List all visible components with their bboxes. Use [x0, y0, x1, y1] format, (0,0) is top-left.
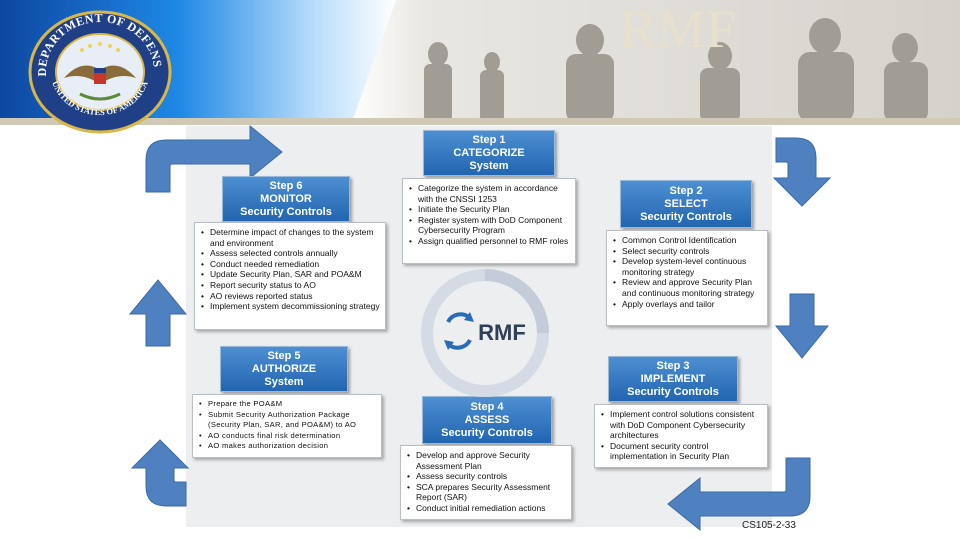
step1-task: Categorize the system in accordance with…: [409, 183, 571, 204]
arrow-top-left-icon: [145, 124, 283, 193]
step4-header: Step 4 ASSESS Security Controls: [422, 396, 552, 444]
step6-subtitle: Security Controls: [240, 205, 332, 218]
step5-tasks: Prepare the POA&M Submit Security Author…: [192, 394, 382, 458]
step6-tasks: Determine impact of changes to the syste…: [194, 222, 386, 330]
arrow-left-up-icon: [128, 279, 188, 347]
step6-name: MONITOR: [260, 192, 312, 205]
rmf-center-logo: RMF: [421, 269, 549, 397]
step2-tasks: Common Control Identification Select sec…: [606, 230, 768, 326]
step3-name: IMPLEMENT: [640, 372, 706, 385]
step6-header: Step 6 MONITOR Security Controls: [222, 176, 350, 222]
step2-task: Select security controls: [613, 246, 763, 257]
step5-task: Submit Security Authorization Package (S…: [199, 410, 377, 431]
step3-task: Document security control implementation…: [601, 441, 763, 462]
step2-number: Step 2: [669, 184, 703, 197]
step3-number: Step 3: [656, 359, 690, 372]
slide-code: CS105-2-33: [742, 520, 796, 531]
step4-task: SCA prepares Security Assessment Report …: [407, 482, 567, 503]
step1-task: Register system with DoD Component Cyber…: [409, 215, 571, 236]
arrow-bottom-left-icon: [130, 439, 190, 507]
step2-subtitle: Security Controls: [640, 210, 732, 223]
step3-subtitle: Security Controls: [627, 385, 719, 398]
step2-name: SELECT: [664, 197, 708, 210]
step6-task: Update Security Plan, SAR and POA&M: [201, 269, 381, 280]
arrow-bottom-right-icon: [667, 457, 811, 532]
step4-task: Assess security controls: [407, 471, 567, 482]
step1-subtitle: System: [469, 159, 509, 172]
step3-tasks: Implement control solutions consistent w…: [594, 404, 768, 468]
step1-header: Step 1 CATEGORIZE System: [423, 130, 555, 176]
step3-task: Implement control solutions consistent w…: [601, 409, 763, 441]
step5-task: AO makes authorization decision: [199, 441, 377, 452]
step6-task: AO reviews reported status: [201, 291, 381, 302]
step2-header: Step 2 SELECT Security Controls: [620, 180, 752, 228]
page-title: RMF: [620, 0, 738, 59]
step2-task: Apply overlays and tailor: [613, 299, 763, 310]
step4-number: Step 4: [470, 400, 504, 413]
step6-task: Assess selected controls annually: [201, 248, 381, 259]
step1-name: CATEGORIZE: [453, 146, 525, 159]
step6-task: Report security status to AO: [201, 280, 381, 291]
step5-task: AO conducts final risk determination: [199, 431, 377, 442]
step6-task: Conduct needed remediation: [201, 259, 381, 270]
step1-tasks: Categorize the system in accordance with…: [402, 178, 576, 264]
step5-subtitle: System: [264, 375, 304, 388]
step2-task: Develop system-level continuous monitori…: [613, 256, 763, 277]
arrow-top-right-icon: [772, 137, 832, 207]
step5-number: Step 5: [267, 349, 301, 362]
step5-header: Step 5 AUTHORIZE System: [220, 346, 348, 392]
arrow-right-down-icon: [774, 293, 830, 359]
step6-task: Implement system decommissioning strateg…: [201, 301, 381, 312]
step4-subtitle: Security Controls: [441, 426, 533, 439]
step1-number: Step 1: [472, 133, 506, 146]
step4-name: ASSESS: [464, 413, 510, 426]
step4-task: Develop and approve Security Assessment …: [407, 450, 567, 471]
step4-task: Conduct initial remediation actions: [407, 503, 567, 514]
rmf-swirl-icon: [444, 312, 474, 350]
banner-divider: [0, 118, 960, 125]
step5-task: Prepare the POA&M: [199, 399, 377, 410]
step2-task: Review and approve Security Plan and con…: [613, 277, 763, 298]
step6-number: Step 6: [269, 179, 303, 192]
step2-task: Common Control Identification: [613, 235, 763, 246]
step1-task: Assign qualified personnel to RMF roles: [409, 236, 571, 247]
soldier-silhouettes: [424, 18, 928, 122]
step5-name: AUTHORIZE: [251, 362, 317, 375]
step1-task: Initiate the Security Plan: [409, 204, 571, 215]
dod-seal-icon: DEPARTMENT OF DEFENSE UNITED STATES OF A…: [24, 6, 172, 134]
step6-task: Determine impact of changes to the syste…: [201, 227, 381, 248]
step4-tasks: Develop and approve Security Assessment …: [400, 445, 572, 520]
step3-header: Step 3 IMPLEMENT Security Controls: [608, 356, 738, 402]
rmf-logo-text: RMF: [478, 320, 526, 345]
